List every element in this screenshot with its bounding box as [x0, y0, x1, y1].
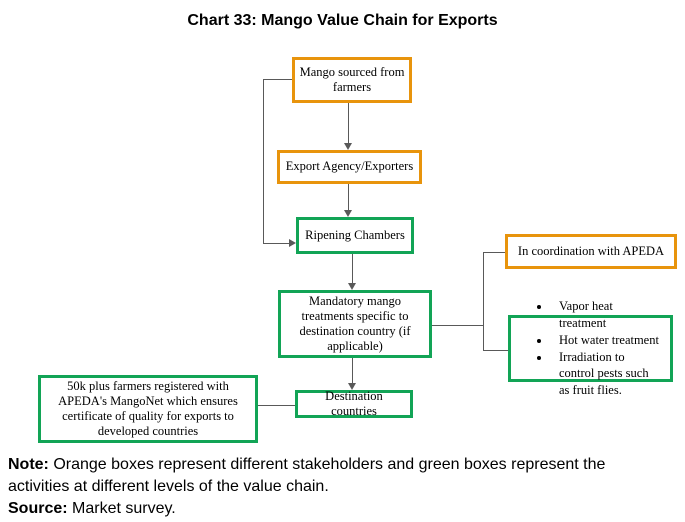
connector-to-apeda — [483, 252, 505, 253]
box-treatment-methods: Vapor heat treatment Hot water treatment… — [508, 299, 673, 397]
arrowhead-export-to-ripening — [344, 210, 352, 217]
treatment-method-item: Hot water treatment — [551, 332, 660, 348]
box-ripening-chambers: Ripening Chambers — [296, 217, 414, 254]
connector-bypass-bottom — [263, 243, 289, 244]
box-export-agency-label: Export Agency/Exporters — [285, 159, 414, 174]
box-farmers-registered: 50k plus farmers registered with APEDA's… — [38, 375, 258, 443]
box-ripening-chambers-label: Ripening Chambers — [305, 227, 405, 242]
arrowhead-sourced-to-export — [344, 143, 352, 150]
connector-treatments-to-destination — [352, 358, 353, 384]
connector-sourced-to-export — [348, 103, 349, 144]
box-mandatory-treatments-label: Mandatory mango treatments specific to d… — [299, 293, 411, 354]
box-destination-countries: Destination countries — [295, 388, 413, 418]
connector-ripening-to-treatments — [352, 254, 353, 284]
footer-notes: Note: Orange boxes represent different s… — [8, 454, 663, 520]
treatment-method-item: Irradiation to control pests such as fru… — [551, 349, 660, 398]
box-export-agency: Export Agency/Exporters — [277, 150, 422, 184]
box-mango-sourced: Mango sourced from farmers — [292, 57, 412, 103]
note-text: Orange boxes represent different stakeho… — [8, 456, 606, 495]
source-text: Market survey. — [67, 500, 176, 517]
connector-to-methods — [483, 350, 508, 351]
box-mango-sourced-label: Mango sourced from farmers — [299, 64, 405, 94]
connector-treatments-right — [432, 325, 483, 326]
box-apeda-coordination-label: In coordination with APEDA — [517, 243, 665, 258]
note-label: Note: — [8, 456, 49, 473]
arrowhead-treatments-to-destination — [348, 383, 356, 390]
source-label: Source: — [8, 500, 68, 517]
connector-right-vertical — [483, 252, 484, 351]
treatment-methods-list: Vapor heat treatment Hot water treatment… — [515, 298, 666, 399]
connector-export-to-ripening — [348, 184, 349, 211]
connector-farmers-to-destination — [258, 405, 295, 406]
box-mandatory-treatments: Mandatory mango treatments specific to d… — [278, 290, 432, 358]
chart-title: Chart 33: Mango Value Chain for Exports — [187, 12, 498, 29]
source-line: Source: Market survey. — [8, 498, 663, 520]
arrowhead-ripening-to-treatments — [348, 283, 356, 290]
connector-bypass-top — [263, 79, 292, 80]
connector-bypass-vertical — [263, 79, 264, 243]
box-farmers-registered-label: 50k plus farmers registered with APEDA's… — [58, 378, 238, 439]
arrowhead-bypass-to-ripening — [289, 239, 296, 247]
box-apeda-coordination: In coordination with APEDA — [505, 234, 677, 269]
note-line: Note: Orange boxes represent different s… — [8, 454, 663, 498]
treatment-method-item: Vapor heat treatment — [551, 298, 660, 331]
box-destination-countries-label: Destination countries — [325, 388, 383, 418]
